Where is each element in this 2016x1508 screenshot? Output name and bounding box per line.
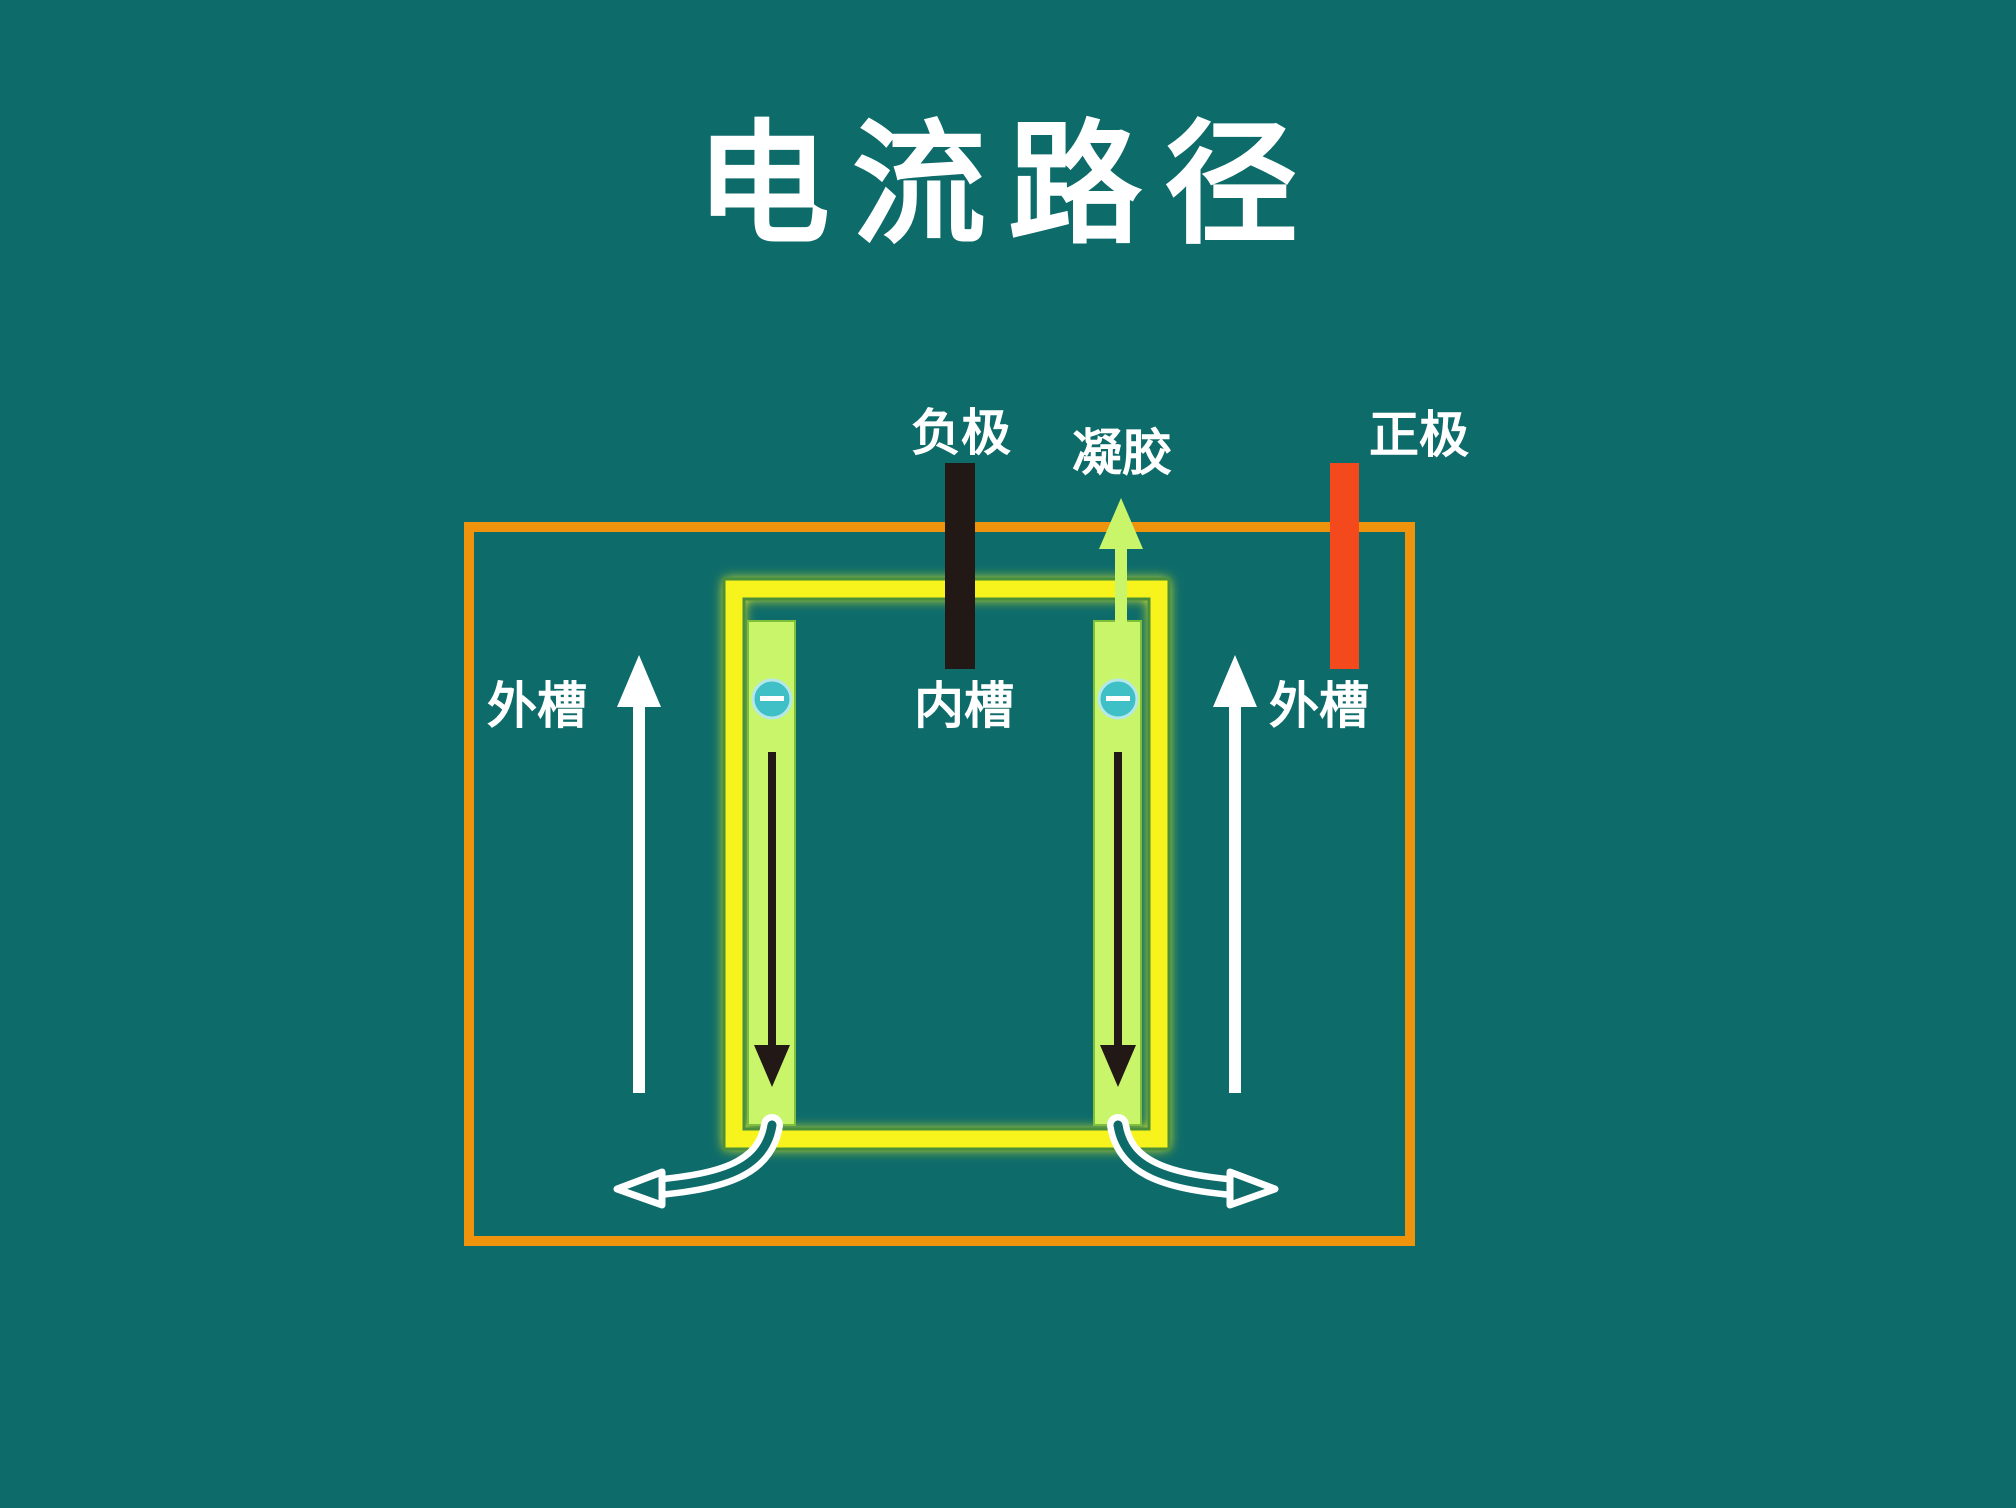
down-arrow-left xyxy=(754,752,790,1087)
curved-arrow-right xyxy=(1107,1114,1279,1209)
positive-electrode-label: 正极 xyxy=(1369,406,1469,464)
negative-charge-icon-left xyxy=(751,678,793,720)
inner-tank-label: 内槽 xyxy=(914,677,1014,735)
outer-tank xyxy=(464,522,1415,1246)
negative-electrode xyxy=(945,463,975,669)
curved-arrow-left xyxy=(613,1114,783,1209)
gel-up-arrow xyxy=(1099,498,1143,623)
down-arrow-right xyxy=(1100,752,1136,1087)
outer-tank-label-right: 外槽 xyxy=(1269,677,1369,735)
up-arrow-right xyxy=(1213,655,1257,1093)
page-title: 电流路径 xyxy=(695,107,1320,263)
negative-electrode-label: 负极 xyxy=(911,404,1011,462)
up-arrow-left xyxy=(617,655,661,1093)
negative-charge-icon-right xyxy=(1097,678,1139,720)
positive-electrode xyxy=(1330,463,1359,669)
gel-label: 凝胶 xyxy=(1072,424,1172,482)
outer-tank-label-left: 外槽 xyxy=(487,677,587,735)
